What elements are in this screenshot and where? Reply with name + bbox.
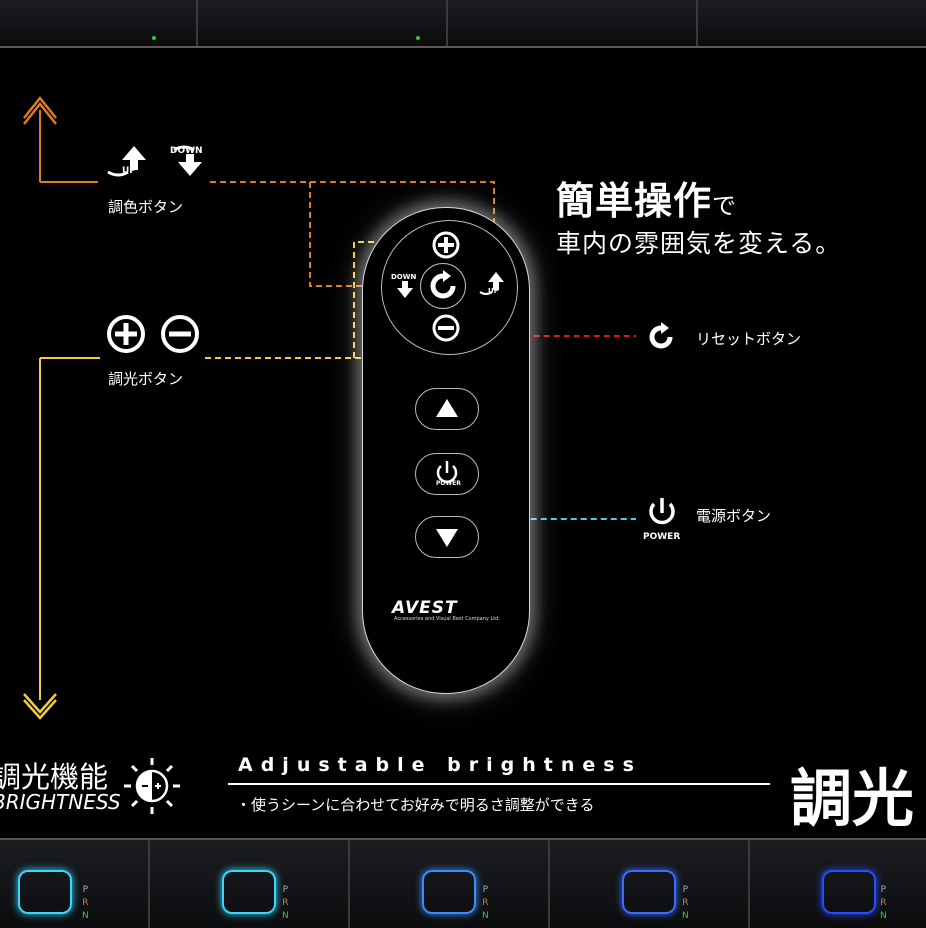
brightness-icon <box>122 756 182 820</box>
brand-subtitle: Accessories and Visual Best Company Ltd. <box>394 616 500 622</box>
gear-r: R <box>482 898 489 908</box>
orange-arrow-icon <box>23 95 98 183</box>
feature-title-large: 調光 <box>790 762 915 835</box>
gear-n: N <box>880 911 887 921</box>
headline-subtitle: 車内の雰囲気を変える。 <box>556 229 842 258</box>
gear-indicator: P R N <box>880 884 887 923</box>
remote-dial <box>381 220 518 355</box>
remote-minus-button[interactable] <box>431 313 461 347</box>
gear-p: P <box>682 885 689 895</box>
gear-r: R <box>880 898 887 908</box>
up-text: UP <box>122 166 136 176</box>
remote-plus-button[interactable] <box>431 230 461 264</box>
color-button-label: 調色ボタン <box>108 198 184 216</box>
gear-p: P <box>282 885 289 895</box>
thumbnail-image <box>198 0 448 46</box>
bottom-thumbnail-strip: P R N P R N P R N P R N P R N <box>0 838 926 928</box>
gear-r: R <box>82 898 89 908</box>
top-thumbnail-strip <box>0 0 926 48</box>
triangle-up-icon <box>436 399 458 417</box>
down-text: DOWN <box>170 146 203 156</box>
blue-glow <box>822 870 876 914</box>
gear-n: N <box>282 911 289 921</box>
remote-power-button[interactable]: POWER <box>415 453 479 495</box>
gear-p: P <box>82 885 89 895</box>
up-text: UP <box>488 287 499 295</box>
gear-indicator: P R N <box>282 884 289 923</box>
gear-n: N <box>482 911 489 921</box>
brand-name: AVEST <box>392 598 458 618</box>
remote-brightness-up-button[interactable] <box>415 388 479 430</box>
divider <box>228 783 770 785</box>
blue-glow <box>222 870 276 914</box>
remote-reset-button[interactable] <box>420 263 466 309</box>
feature-subtitle: BRIGHTNESS <box>0 790 121 814</box>
reset-button-label: リセットボタン <box>696 330 802 348</box>
plus-icon <box>106 314 146 358</box>
blue-glow <box>18 870 72 914</box>
blue-glow <box>622 870 676 914</box>
gear-r: R <box>682 898 689 908</box>
power-icon <box>436 461 458 483</box>
gear-r: R <box>282 898 289 908</box>
thumbnail-image <box>448 0 698 46</box>
remote-down-button[interactable]: DOWN <box>389 272 419 300</box>
minus-icon <box>160 314 200 358</box>
headline-main: 簡単操作 <box>556 178 713 223</box>
color-up-icon: UP <box>104 142 150 180</box>
gear-p: P <box>482 885 489 895</box>
reset-icon <box>430 270 456 299</box>
yellow-arrow-icon <box>23 357 100 720</box>
feature-description: ・使うシーンに合わせてお好みで明るさ調整ができる <box>236 796 595 814</box>
power-text: POWER <box>643 532 681 542</box>
reset-icon <box>644 320 678 358</box>
triangle-down-icon <box>436 529 458 547</box>
remote-up-button[interactable]: UP <box>478 270 508 300</box>
headline-suffix: で <box>712 192 737 220</box>
power-button-label: 電源ボタン <box>696 507 772 525</box>
gear-indicator: P R N <box>482 884 489 923</box>
power-text: POWER <box>436 480 461 487</box>
gear-n: N <box>82 911 89 921</box>
color-down-icon: DOWN <box>168 142 214 180</box>
gear-p: P <box>880 885 887 895</box>
headline: 簡単操作で <box>556 170 736 225</box>
feature-heading: Adjustable brightness <box>238 754 642 776</box>
indicator-dot <box>416 36 420 40</box>
blue-glow <box>422 870 476 914</box>
indicator-dot <box>152 36 156 40</box>
feature-title: 調光機能 <box>0 760 109 794</box>
remote-brightness-down-button[interactable] <box>415 516 479 558</box>
down-text: DOWN <box>391 273 417 281</box>
thumbnail-image <box>0 0 198 46</box>
dimmer-button-label: 調光ボタン <box>108 370 184 388</box>
gear-indicator: P R N <box>82 884 89 923</box>
gear-n: N <box>682 911 689 921</box>
power-icon <box>644 496 680 534</box>
brand-logo: AVEST <box>392 598 504 618</box>
thumbnail-image <box>698 0 926 46</box>
gear-indicator: P R N <box>682 884 689 923</box>
